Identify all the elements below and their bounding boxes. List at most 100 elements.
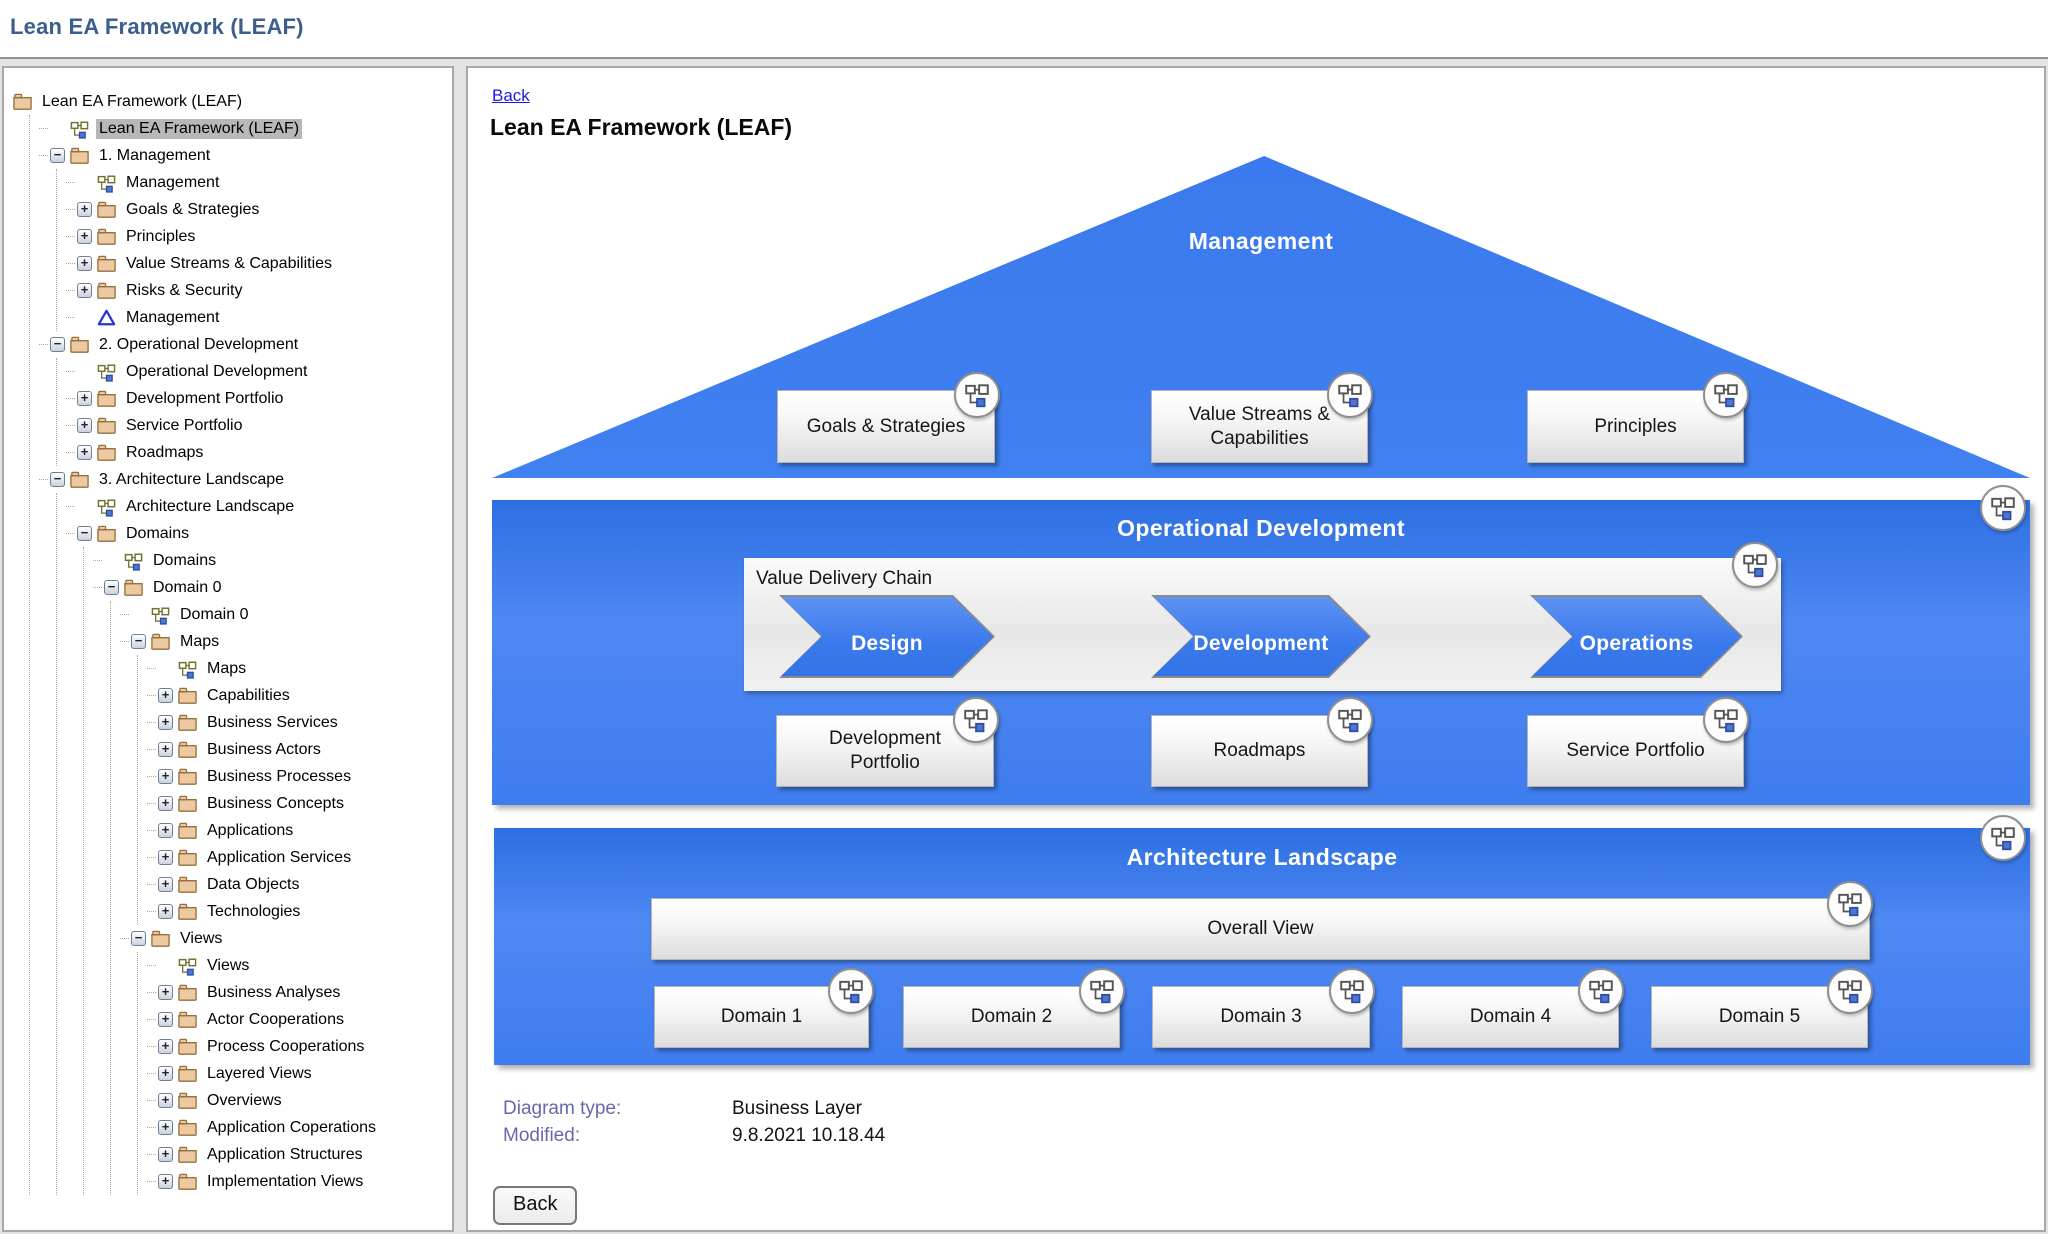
tree-item[interactable]: +Implementation Views [147, 1168, 448, 1195]
expand-icon[interactable]: + [77, 202, 92, 217]
tree-item[interactable]: − Domain 0 [93, 574, 448, 601]
tree-item[interactable]: +Business Actors [147, 736, 448, 763]
expand-icon[interactable]: + [158, 823, 173, 838]
diagram-link-icon[interactable] [1827, 881, 1873, 927]
expand-icon[interactable]: + [77, 391, 92, 406]
collapse-icon[interactable]: − [77, 526, 92, 541]
diagram-link-icon[interactable] [1079, 968, 1125, 1014]
diagram-link-icon[interactable] [1327, 697, 1373, 743]
tree-item-label[interactable]: Capabilities [207, 686, 290, 704]
development-portfolio-box[interactable]: Development Portfolio [776, 697, 999, 787]
domain-5-box[interactable]: Domain 5 [1651, 968, 1873, 1048]
tree-item-label[interactable]: Principles [126, 227, 196, 245]
tree-item[interactable]: + Capabilities [147, 682, 448, 709]
expand-icon[interactable]: + [158, 715, 173, 730]
tree-item[interactable]: Maps [147, 655, 448, 682]
domain-4-box[interactable]: Domain 4 [1402, 968, 1624, 1048]
value-streams-box[interactable]: Value Streams & Capabilities [1151, 372, 1373, 463]
tree-item-label[interactable]: 1. Management [99, 146, 211, 164]
expand-icon[interactable]: + [158, 985, 173, 1000]
tree-item-label[interactable]: Management [126, 173, 220, 191]
tree-item-label[interactable]: Application Coperations [207, 1118, 376, 1136]
tree-item[interactable]: +Value Streams & Capabilities [66, 250, 448, 277]
tree-item-label[interactable]: Domains [126, 524, 190, 542]
diagram-link-icon[interactable] [1578, 968, 1624, 1014]
expand-icon[interactable]: + [158, 742, 173, 757]
expand-icon[interactable]: + [158, 904, 173, 919]
tree-item-label[interactable]: Process Cooperations [207, 1037, 365, 1055]
tree-item[interactable]: Lean EA Framework (LEAF) [12, 88, 448, 115]
tree-item[interactable]: + Technologies [147, 898, 448, 925]
tree-item[interactable]: +Goals & Strategies [66, 196, 448, 223]
diagram-link-icon[interactable] [828, 968, 874, 1014]
tree-item[interactable]: +Application Structures [147, 1141, 448, 1168]
expand-icon[interactable]: + [158, 1120, 173, 1135]
tree-item[interactable]: +Business Processes [147, 763, 448, 790]
overall-view-bar[interactable]: Overall View [651, 881, 1873, 960]
service-portfolio-box[interactable]: Service Portfolio [1527, 697, 1749, 787]
tree-item[interactable]: Lean EA Framework (LEAF) [39, 115, 448, 142]
tree-item-label[interactable]: Management [126, 308, 220, 326]
collapse-icon[interactable]: − [131, 634, 146, 649]
tree-item-label[interactable]: Business Analyses [207, 983, 341, 1001]
tree-item-label[interactable]: Views [180, 929, 223, 947]
tree-item-label[interactable]: Risks & Security [126, 281, 243, 299]
tree-item[interactable]: −2. Operational Development [39, 331, 448, 358]
tree-item[interactable]: + Applications [147, 817, 448, 844]
tree-item-label[interactable]: Value Streams & Capabilities [126, 254, 333, 272]
tree-item-label[interactable]: Roadmaps [126, 443, 204, 461]
tree-item-label[interactable]: Technologies [207, 902, 301, 920]
diagram-link-icon[interactable] [1980, 815, 2026, 861]
expand-icon[interactable]: + [77, 283, 92, 298]
tree-item[interactable]: +Development Portfolio [66, 385, 448, 412]
tree-item[interactable]: +Overviews [147, 1087, 448, 1114]
tree-item[interactable]: + Actor Cooperations [147, 1006, 448, 1033]
tree-item-label[interactable]: Application Services [207, 848, 352, 866]
tree-item[interactable]: −3. Architecture Landscape [39, 466, 448, 493]
tree-item-label[interactable]: Operational Development [126, 362, 308, 380]
expand-icon[interactable]: + [77, 445, 92, 460]
collapse-icon[interactable]: − [50, 337, 65, 352]
tree-item-label[interactable]: Overviews [207, 1091, 282, 1109]
tree-item-label[interactable]: Maps [207, 659, 247, 677]
tree-item[interactable]: Domains [93, 547, 448, 574]
tree-item[interactable]: + Application Coperations [147, 1114, 448, 1141]
diagram-link-icon[interactable] [1329, 968, 1375, 1014]
expand-icon[interactable]: + [77, 229, 92, 244]
tree-item-label[interactable]: Data Objects [207, 875, 300, 893]
tree-item[interactable]: +Layered Views [147, 1060, 448, 1087]
domain-3-box[interactable]: Domain 3 [1152, 968, 1375, 1048]
tree-item-label[interactable]: Lean EA Framework (LEAF) [96, 118, 303, 139]
tree-item[interactable]: + Roadmaps [66, 439, 448, 466]
domain-2-box[interactable]: Domain 2 [903, 968, 1125, 1048]
tree-item-label[interactable]: Actor Cooperations [207, 1010, 344, 1028]
expand-icon[interactable]: + [158, 796, 173, 811]
tree-item[interactable]: Management [66, 304, 448, 331]
roadmaps-box[interactable]: Roadmaps [1151, 697, 1373, 787]
tree-item[interactable]: Views [147, 952, 448, 979]
expand-icon[interactable]: + [158, 1066, 173, 1081]
collapse-icon[interactable]: − [104, 580, 119, 595]
tree-item-label[interactable]: 3. Architecture Landscape [99, 470, 285, 488]
tree-item[interactable]: −1. Management [39, 142, 448, 169]
tree-item-label[interactable]: Domain 0 [153, 578, 222, 596]
tree-item-label[interactable]: Applications [207, 821, 294, 839]
expand-icon[interactable]: + [77, 418, 92, 433]
expand-icon[interactable]: + [158, 1012, 173, 1027]
tree-item[interactable]: +Business Concepts [147, 790, 448, 817]
tree-item[interactable]: + Business Analyses [147, 979, 448, 1006]
expand-icon[interactable]: + [158, 877, 173, 892]
tree-item-label[interactable]: Lean EA Framework (LEAF) [42, 92, 243, 110]
diagram-link-icon[interactable] [1732, 542, 1778, 588]
tree-item[interactable]: Management [66, 169, 448, 196]
expand-icon[interactable]: + [158, 1147, 173, 1162]
goals-strategies-box[interactable]: Goals & Strategies [777, 372, 1000, 463]
tree-item-label[interactable]: Maps [180, 632, 220, 650]
tree-item-label[interactable]: Business Services [207, 713, 338, 731]
tree-item[interactable]: Operational Development [66, 358, 448, 385]
tree-item[interactable]: Architecture Landscape [66, 493, 448, 520]
tree-item[interactable]: + Risks & Security [66, 277, 448, 304]
expand-icon[interactable]: + [158, 688, 173, 703]
domain-1-box[interactable]: Domain 1 [654, 968, 874, 1048]
tree-item[interactable]: Domain 0 [120, 601, 448, 628]
